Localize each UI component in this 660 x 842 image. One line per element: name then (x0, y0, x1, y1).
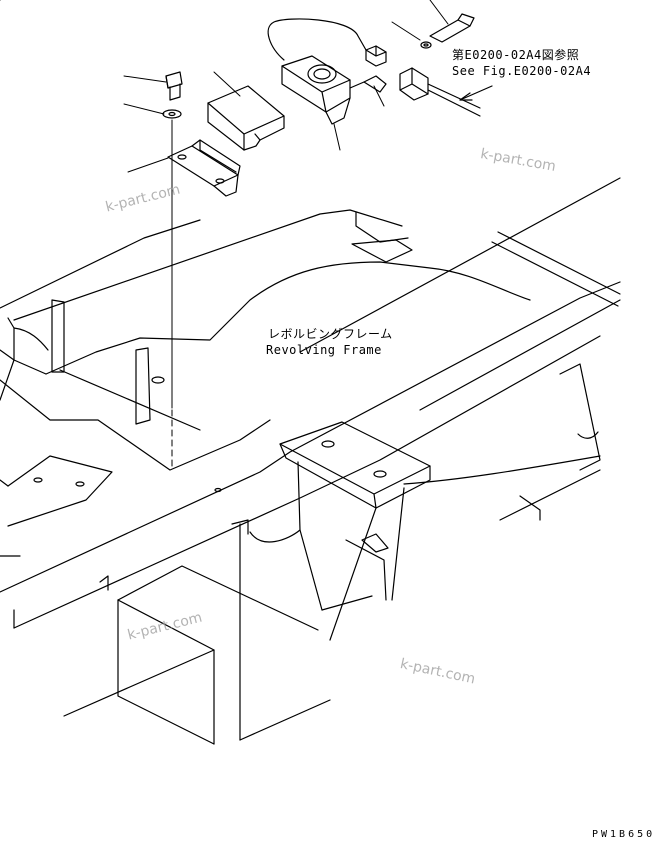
bolt-right (420, 13, 475, 49)
bolt-left (165, 71, 183, 101)
leader-lines (123, 0, 449, 173)
reference-note-en: See Fig.E0200-02A4 (452, 64, 592, 78)
cover-plate (207, 85, 285, 151)
frame-label-en: Revolving Frame (266, 343, 382, 357)
connector (399, 67, 493, 117)
washer-left (162, 109, 182, 119)
frame-label-jp: レボルビングフレーム (268, 327, 393, 341)
mounting-bracket (167, 139, 241, 197)
drawing-code: PW1B650 (592, 829, 656, 840)
revolving-frame (0, 177, 621, 745)
reference-note-jp: 第E0200-02A4図参照 (452, 48, 580, 62)
horn-unit (281, 55, 351, 125)
horn-wiring (267, 18, 387, 93)
